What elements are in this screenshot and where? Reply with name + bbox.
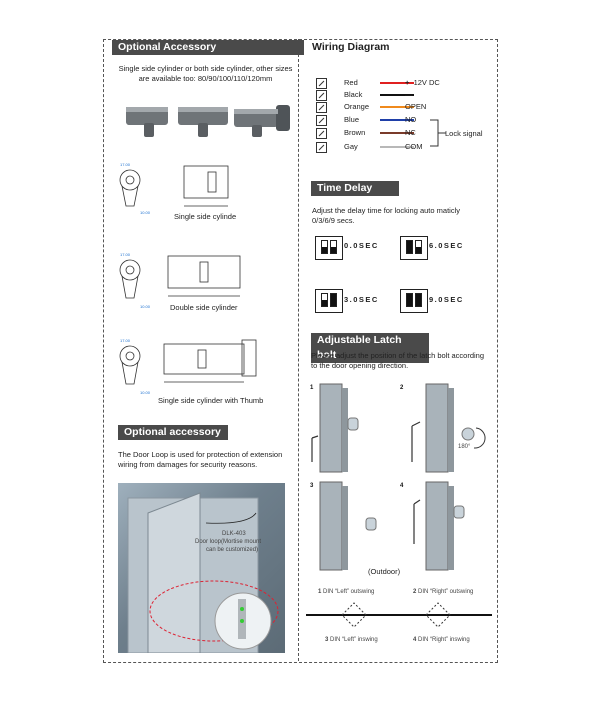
latch-step-3 xyxy=(319,481,377,571)
outdoor-label: (Outdoor) xyxy=(368,567,401,576)
terminal-icon xyxy=(316,115,327,126)
delay-6sec-label: 6.0SEC xyxy=(429,241,464,250)
latch-bolt-header: Adjustable Latch bolt xyxy=(311,333,429,363)
wire-line-gray xyxy=(380,146,414,148)
time-delay-text: Adjust the delay time for locking auto m… xyxy=(312,206,460,225)
wire-row-brown: Brown NC xyxy=(316,127,486,139)
wire-signal-plus: + 12V DC xyxy=(405,78,440,87)
rotation-angle: 180° xyxy=(458,444,471,450)
cylinder-technical-drawings: 17.00 10.00 17.00 10.00 17.00 10.00 xyxy=(119,162,257,395)
terminal-icon xyxy=(316,78,327,89)
step-number-3: 3 xyxy=(310,483,314,489)
latch-bolt-text: Please adjust the position of the latch … xyxy=(311,351,485,370)
delay-0sec-label: 0.0SEC xyxy=(344,241,379,250)
cylinder-photos xyxy=(126,105,290,137)
lock-signal-bracket xyxy=(430,119,446,147)
terminal-icon xyxy=(316,142,327,153)
step-number-1: 1 xyxy=(310,385,314,391)
terminal-icon xyxy=(316,90,327,101)
wire-row-orange: Orange OPEN xyxy=(316,101,486,113)
wire-line-blue xyxy=(380,119,414,121)
cylinder-photo-thumb xyxy=(234,105,290,137)
wire-line-red xyxy=(380,82,414,84)
door-loop-note: can be customized) xyxy=(206,547,259,553)
optional-accessory-subheader: Optional accessory xyxy=(118,425,228,440)
page-frame xyxy=(103,39,498,663)
svg-text:17.00: 17.00 xyxy=(120,252,131,257)
wire-line-black xyxy=(380,94,414,96)
latch-step-1 xyxy=(311,383,359,473)
din-left-inswing: 3 DIN “Left” inswing xyxy=(325,637,378,643)
latch-adjust-steps xyxy=(311,383,486,571)
din-right-inswing: 4 DIN “Right” inswing xyxy=(413,637,470,643)
door-loop-text: The Door Loop is used for protection of … xyxy=(118,450,283,469)
cylinder-intro-text: Single side cylinder or both side cylind… xyxy=(118,64,293,83)
wire-line-orange xyxy=(380,106,414,108)
door-loop-model: DLK-403 xyxy=(222,531,246,537)
wire-row-gray: Gay COM xyxy=(316,141,486,153)
column-divider xyxy=(298,39,299,661)
latch-step-2 xyxy=(411,383,486,473)
svg-text:10.00: 10.00 xyxy=(140,210,151,215)
svg-text:10.00: 10.00 xyxy=(140,304,151,309)
delay-3sec-label: 3.0SEC xyxy=(344,295,379,304)
time-delay-header: Time Delay xyxy=(311,181,399,196)
wire-signal-minus: — xyxy=(405,90,413,99)
svg-text:10.00: 10.00 xyxy=(140,390,151,395)
dip-switch-6sec xyxy=(400,236,428,260)
caption-single-thumb: Single side cylinder with Thumb xyxy=(158,396,264,405)
step-number-4: 4 xyxy=(400,483,404,489)
step-number-2: 2 xyxy=(400,385,404,391)
svg-text:17.00: 17.00 xyxy=(120,162,131,167)
terminal-icon xyxy=(316,128,327,139)
door-drawing xyxy=(127,492,279,653)
door-loop-illustration xyxy=(118,483,285,653)
cylinder-photo-double xyxy=(178,107,228,137)
caption-double-side: Double side cylinder xyxy=(170,303,238,312)
dip-switch-9sec xyxy=(400,289,428,313)
lock-signal-label: Lock signal xyxy=(445,129,483,138)
wiring-header: Wiring Diagram xyxy=(312,41,390,53)
delay-9sec-label: 9.0SEC xyxy=(429,295,464,304)
din-right-outswing: 2 DIN “Right” outswing xyxy=(413,589,474,595)
terminal-icon xyxy=(316,102,327,113)
din-direction-diagram xyxy=(306,602,492,628)
cylinder-photo-single xyxy=(126,107,168,137)
din-left-outswing: 1 DIN “Left” outswing xyxy=(318,589,375,595)
caption-single-side: Single side cylinde xyxy=(174,212,237,221)
dip-switch-0sec xyxy=(315,236,343,260)
svg-text:17.00: 17.00 xyxy=(120,338,131,343)
wire-line-brown xyxy=(380,132,414,134)
wire-row-blue: Blue NO xyxy=(316,114,486,126)
dip-switch-3sec xyxy=(315,289,343,313)
optional-accessory-header: Optional Accessory xyxy=(112,40,304,55)
wire-row-black: Black — xyxy=(316,89,486,101)
door-loop-label: Door loop(Mortise mount xyxy=(195,539,262,545)
wire-row-red: Red + 12V DC xyxy=(316,77,486,89)
latch-step-4 xyxy=(413,481,465,571)
